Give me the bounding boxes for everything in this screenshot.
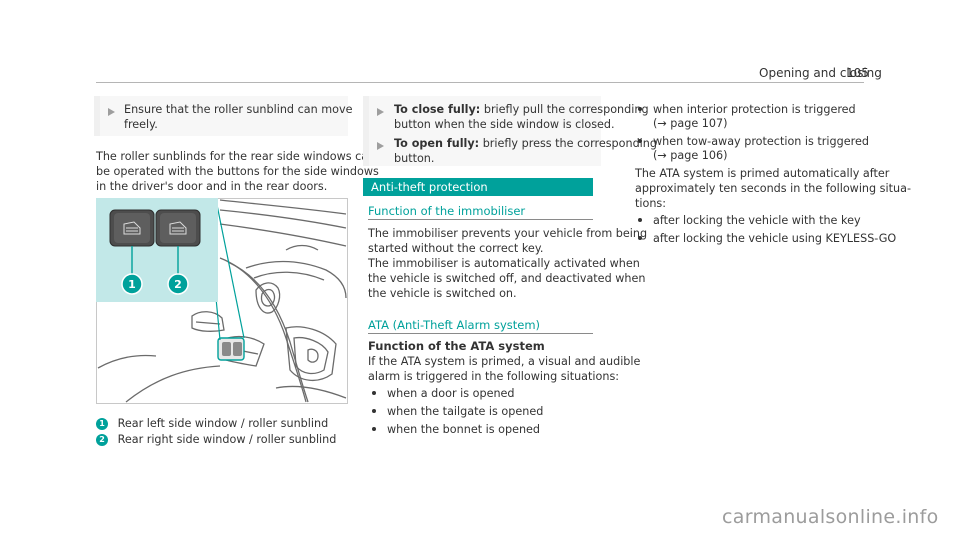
ata-line-1: If the ATA system is primed, a visual an… <box>368 355 641 368</box>
note-triangle-icon <box>108 108 115 116</box>
step-box-1 <box>363 96 601 136</box>
ata-bullet-3: when the bonnet is opened <box>372 421 540 438</box>
right-para-line-1: The ATA system is primed automatically a… <box>635 167 890 180</box>
door-panel-figure: 1 2 <box>96 198 348 404</box>
right-bullet-1-line-1: when interior protection is triggered <box>653 103 856 116</box>
callout-1-text: Rear left side window / roller sunblind <box>117 417 329 430</box>
section-heading-bar: Anti-theft protection <box>363 178 593 196</box>
intro-line-2: be operated with the buttons for the sid… <box>96 165 379 178</box>
ata-subheading: Function of the ATA system <box>368 339 545 353</box>
immobiliser-rule <box>368 219 593 220</box>
step-1-triangle-icon <box>377 108 384 116</box>
intro-line-1: The roller sunblinds for the rear side w… <box>96 150 376 163</box>
figure-badge-2-label: 2 <box>174 278 182 291</box>
immobiliser-line-3: The immobiliser is automatically activat… <box>368 257 640 270</box>
step-2-line-1: To open fully: briefly press the corresp… <box>394 137 657 152</box>
right-bullet-3: after locking the vehicle with the key <box>638 212 861 229</box>
section-title: Opening and closing <box>759 66 882 80</box>
figure-badge-2 <box>167 273 189 295</box>
right-bullet-2: when tow-away protection is triggered <box>638 133 869 150</box>
ata-bullet-1: when a door is opened <box>372 385 515 402</box>
immobiliser-line-1: The immobiliser prevents your vehicle fr… <box>368 227 648 240</box>
right-bullet-1-line-2: (→ page 107) <box>653 117 728 130</box>
step-2-triangle-icon <box>377 142 384 150</box>
ata-rule <box>368 333 593 334</box>
step-1-label: To close fully: <box>394 103 481 116</box>
page-number: 105 <box>846 66 869 80</box>
right-bullet-4: after locking the vehicle using KEYLESS-… <box>638 230 896 247</box>
callout-2: 2 Rear right side window / roller sunbli… <box>96 433 336 448</box>
right-para-line-2: approximately ten seconds in the followi… <box>635 182 911 195</box>
ata-bullet-2: when the tailgate is opened <box>372 403 543 420</box>
step-1-line-2: button when the side window is closed. <box>394 118 615 131</box>
right-bullet-4-text: after locking the vehicle using KEYLESS-… <box>653 232 897 245</box>
immobiliser-heading: Function of the immobiliser <box>368 204 526 218</box>
right-bullet-1: when interior protection is triggered <box>638 101 856 118</box>
step-1-text: briefly pull the corresponding <box>480 103 649 116</box>
ata-bullet-3-text: when the bonnet is opened <box>387 423 541 436</box>
right-bullet-3-text: after locking the vehicle with the key <box>653 214 861 227</box>
ata-bullet-2-text: when the tailgate is opened <box>387 405 544 418</box>
figure-badge-1 <box>121 273 143 295</box>
right-para-line-3: tions: <box>635 197 667 210</box>
immobiliser-line-4: the vehicle is switched off, and deactiv… <box>368 272 646 285</box>
ata-bullet-1-text: when a door is opened <box>387 387 515 400</box>
intro-line-3: in the driver's door and in the rear doo… <box>96 180 328 193</box>
header-rule <box>96 82 864 83</box>
immobiliser-line-2: started without the correct key. <box>368 242 544 255</box>
figure-badge-1-label: 1 <box>128 278 136 291</box>
step-2-line-2: button. <box>394 152 435 165</box>
ata-heading: ATA (Anti-Theft Alarm system) <box>368 318 541 332</box>
step-2-label: To open fully: <box>394 137 480 150</box>
right-bullet-2-line-1: when tow-away protection is triggered <box>653 135 869 148</box>
immobiliser-line-5: the vehicle is switched on. <box>368 287 517 300</box>
callout-1: 1 Rear left side window / roller sunblin… <box>96 417 328 432</box>
step-1-line-1: To close fully: briefly pull the corresp… <box>394 103 649 118</box>
right-bullet-2-line-2: (→ page 106) <box>653 149 728 162</box>
watermark: carmanualsonline.info <box>722 506 939 528</box>
step-box-2 <box>363 136 601 166</box>
ata-line-2: alarm is triggered in the following situ… <box>368 370 620 383</box>
step-2-text: briefly press the corresponding <box>479 137 657 150</box>
callout-1-badge: 1 <box>96 418 108 430</box>
callout-2-text: Rear right side window / roller sunblind <box>117 433 337 446</box>
callout-2-badge: 2 <box>96 434 108 446</box>
note-box <box>94 96 348 136</box>
note-line-1: Ensure that the roller sunblind can move <box>124 103 353 116</box>
note-line-2: freely. <box>124 118 158 131</box>
